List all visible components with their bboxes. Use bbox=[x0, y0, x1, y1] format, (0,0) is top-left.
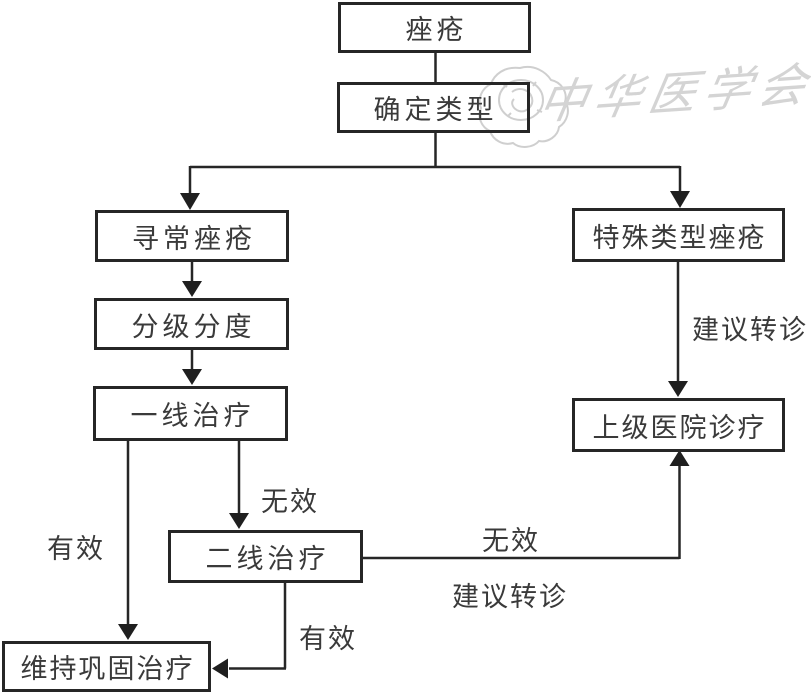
node-determine-type: 确定类型 bbox=[337, 82, 530, 133]
node-grading: 分级分度 bbox=[94, 298, 289, 350]
node-higher-hospital: 上级医院诊疗 bbox=[572, 398, 785, 452]
edge-label-referral-right: 建议转诊 bbox=[452, 582, 568, 613]
node-acne: 痤疮 bbox=[338, 2, 531, 53]
edge-label-effective-bottom: 有效 bbox=[299, 624, 357, 655]
edge-label-effective-left: 有效 bbox=[47, 534, 105, 565]
edge-label-ineffective-right: 无效 bbox=[482, 526, 540, 557]
node-special-acne: 特殊类型痤疮 bbox=[572, 208, 785, 262]
node-common-acne: 寻常痤疮 bbox=[95, 210, 289, 262]
node-second-line-treatment: 二线治疗 bbox=[168, 530, 363, 583]
node-first-line-treatment: 一线治疗 bbox=[93, 386, 288, 441]
edge-label-referral-special: 建议转诊 bbox=[692, 315, 808, 346]
edge-label-ineffective-mid: 无效 bbox=[261, 487, 319, 518]
node-maintenance-treatment: 维持巩固治疗 bbox=[2, 641, 211, 692]
